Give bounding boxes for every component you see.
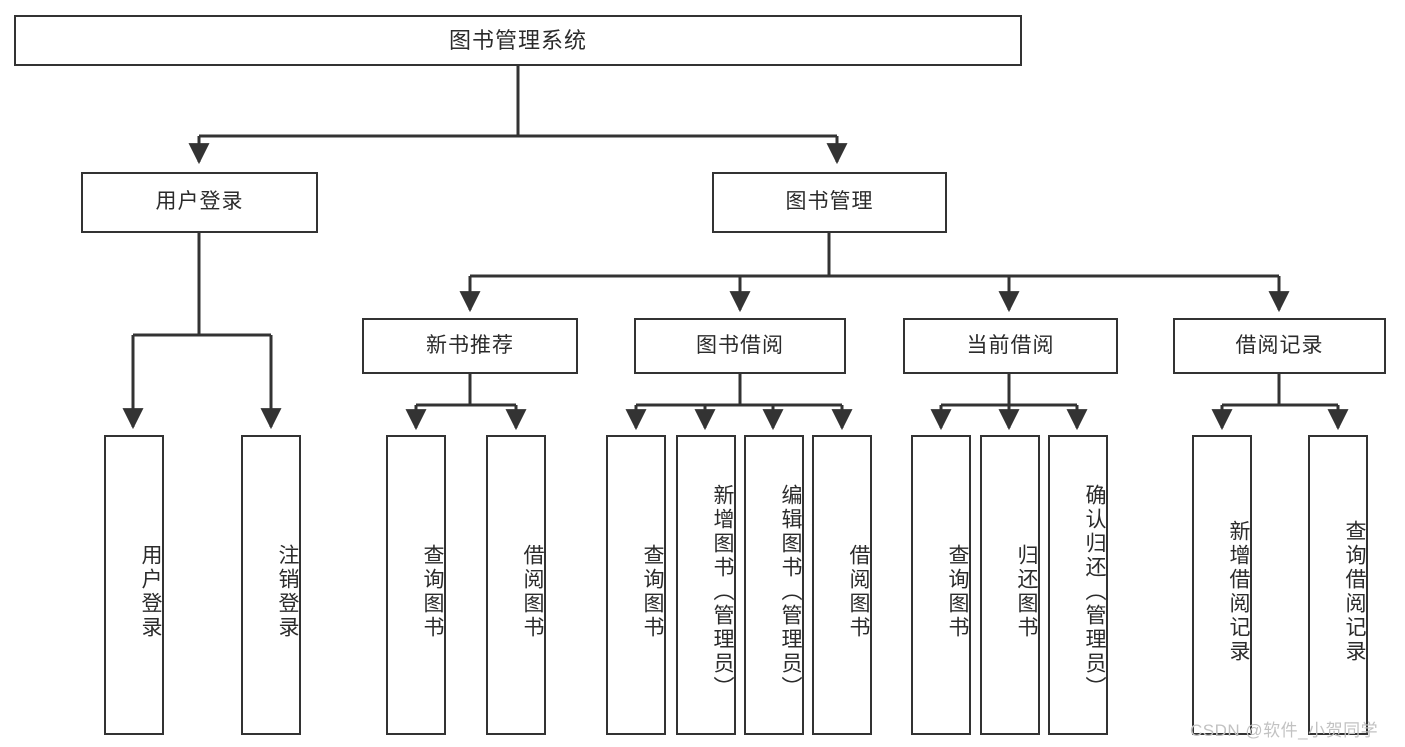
leaf-borrow-book-recommend[interactable]: 借阅图书 [486, 435, 546, 735]
leaf-query-borrow-record[interactable]: 查询借阅记录 [1308, 435, 1368, 735]
leaf-add-borrow-record[interactable]: 新增借阅记录 [1192, 435, 1252, 735]
node-new-book-recommend[interactable]: 新书推荐 [362, 318, 578, 374]
csdn-watermark: CSDN @软件_小贺同学 [1190, 721, 1379, 740]
node-book-borrow[interactable]: 图书借阅 [634, 318, 846, 374]
leaf-confirm-return-admin[interactable]: 确认归还（管理员） [1048, 435, 1108, 735]
leaf-return-book[interactable]: 归还图书 [980, 435, 1040, 735]
node-current-borrow[interactable]: 当前借阅 [903, 318, 1118, 374]
node-root-system[interactable]: 图书管理系统 [14, 15, 1022, 66]
leaf-query-book-borrow[interactable]: 查询图书 [606, 435, 666, 735]
leaf-query-book-current[interactable]: 查询图书 [911, 435, 971, 735]
node-borrow-record[interactable]: 借阅记录 [1173, 318, 1386, 374]
leaf-query-book-recommend[interactable]: 查询图书 [386, 435, 446, 735]
leaf-add-book-admin[interactable]: 新增图书（管理员） [676, 435, 736, 735]
leaf-borrow-book[interactable]: 借阅图书 [812, 435, 872, 735]
leaf-logout-login[interactable]: 注销登录 [241, 435, 301, 735]
leaf-user-login[interactable]: 用户登录 [104, 435, 164, 735]
node-book-management[interactable]: 图书管理 [712, 172, 947, 233]
node-user-login[interactable]: 用户登录 [81, 172, 318, 233]
leaf-edit-book-admin[interactable]: 编辑图书（管理员） [744, 435, 804, 735]
